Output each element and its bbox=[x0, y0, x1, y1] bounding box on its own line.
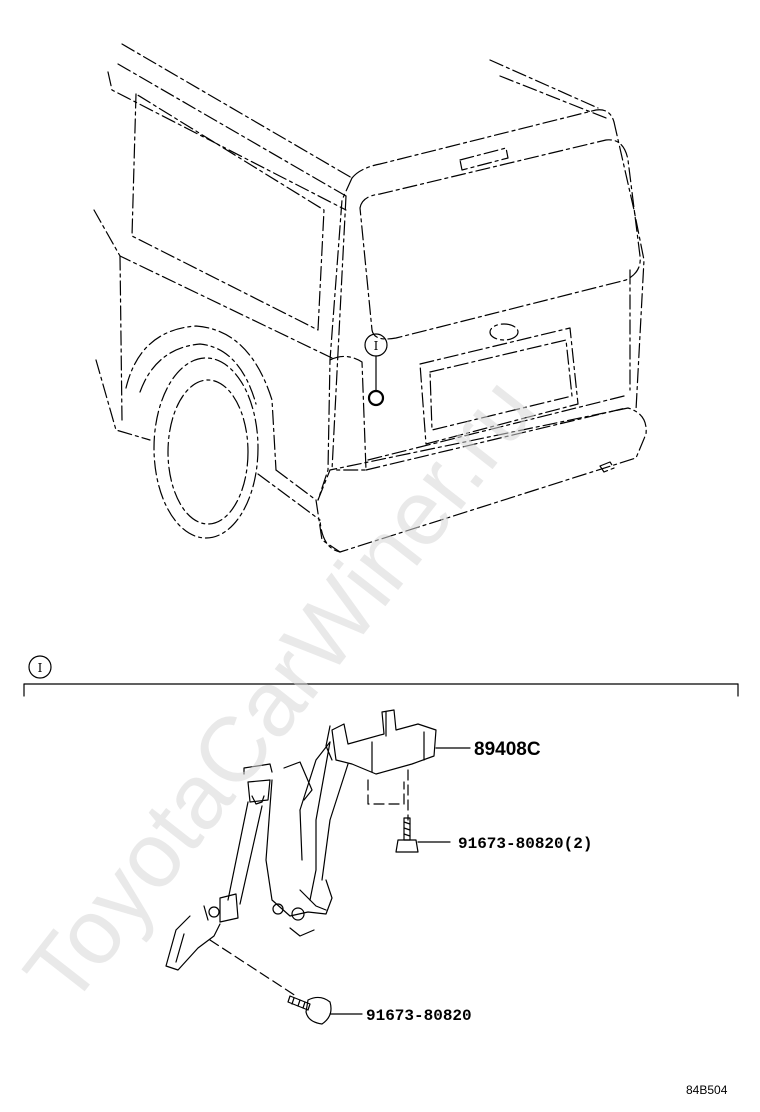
part-label-bolt-upper[interactable]: 91673-80820(2) bbox=[458, 835, 592, 853]
sensor-link-rod bbox=[165, 763, 273, 971]
section-callout-label: I bbox=[38, 661, 43, 675]
watermark: ToyotaCarWiner.ru bbox=[5, 359, 554, 1022]
leveling-sensor-bracket bbox=[265, 709, 437, 937]
bolt-upper bbox=[395, 817, 451, 853]
part-label-89408C[interactable]: 89408C bbox=[474, 739, 541, 760]
detail-callout-label: I bbox=[374, 339, 379, 353]
assembly-lines bbox=[209, 769, 409, 997]
detail-callout bbox=[364, 333, 388, 407]
bolt-lower bbox=[287, 995, 363, 1025]
part-label-bolt-lower[interactable]: 91673-80820 bbox=[366, 1007, 472, 1025]
drawing-code: 84B504 bbox=[686, 1083, 728, 1097]
section-header bbox=[23, 655, 739, 697]
van-illustration bbox=[93, 43, 647, 553]
